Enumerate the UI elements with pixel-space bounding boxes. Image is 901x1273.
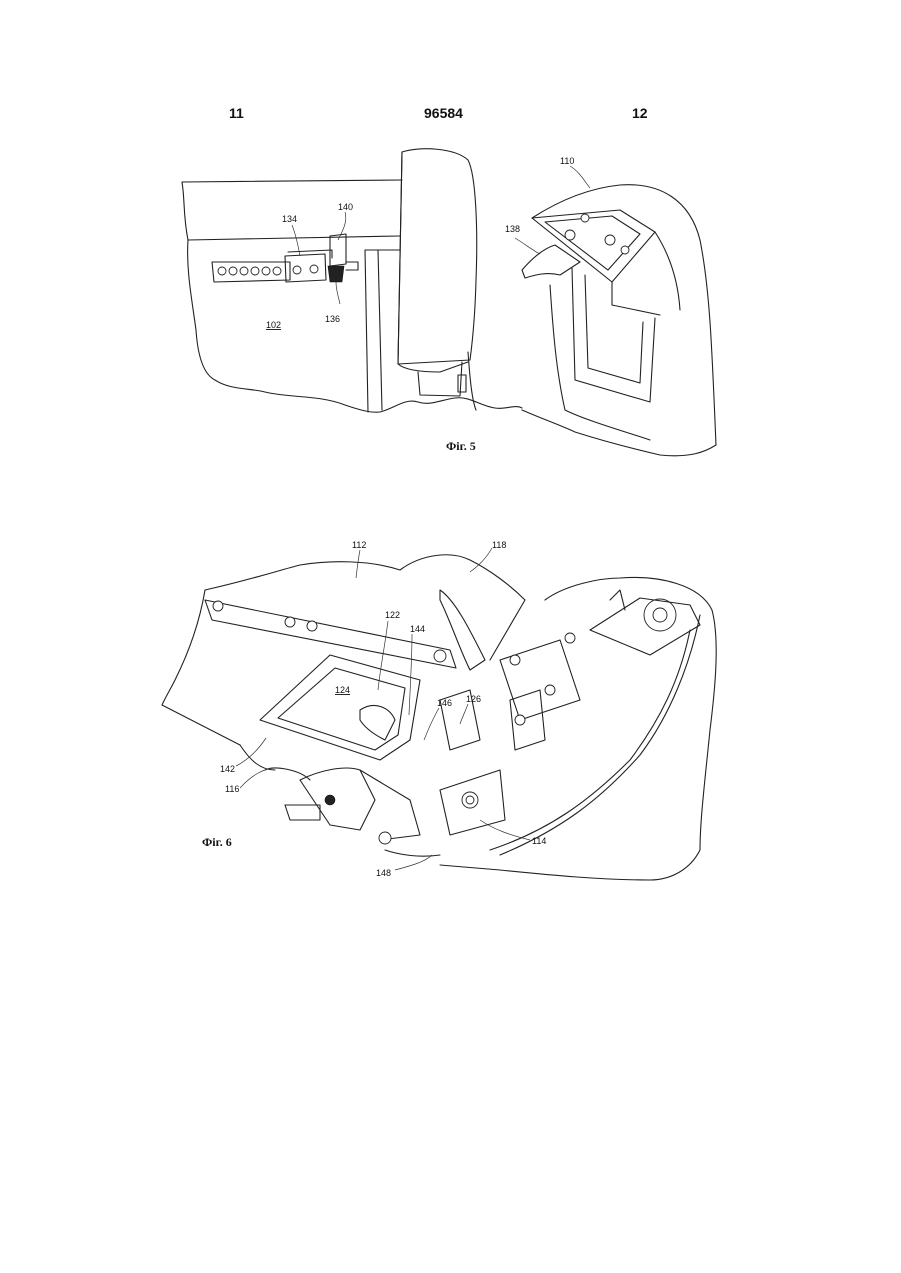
- label-136: 136: [325, 314, 340, 324]
- label-144: 144: [410, 624, 425, 634]
- label-102: 102: [266, 320, 281, 330]
- label-122: 122: [385, 610, 400, 620]
- label-148: 148: [376, 868, 391, 878]
- label-112: 112: [352, 540, 366, 550]
- label-118: 118: [492, 540, 506, 550]
- figure-5-break-line: [380, 398, 522, 412]
- label-146: 146: [437, 698, 452, 708]
- figure-6-drawing: [162, 555, 716, 880]
- label-126: 126: [466, 694, 481, 704]
- label-140: 140: [338, 202, 353, 212]
- label-124: 124: [335, 685, 350, 695]
- figure-6-caption: Фіг. 6: [202, 835, 232, 849]
- figure-6-leaders: [236, 548, 530, 870]
- figure-5-left-panel: [182, 149, 477, 412]
- figure-5-right-panel: [522, 185, 716, 456]
- label-142: 142: [220, 764, 235, 774]
- label-110: 110: [560, 156, 574, 166]
- label-134: 134: [282, 214, 297, 224]
- figure-5-caption: Фіг. 5: [446, 439, 476, 453]
- label-114: 114: [532, 836, 546, 846]
- label-138: 138: [505, 224, 520, 234]
- label-116: 116: [225, 784, 239, 794]
